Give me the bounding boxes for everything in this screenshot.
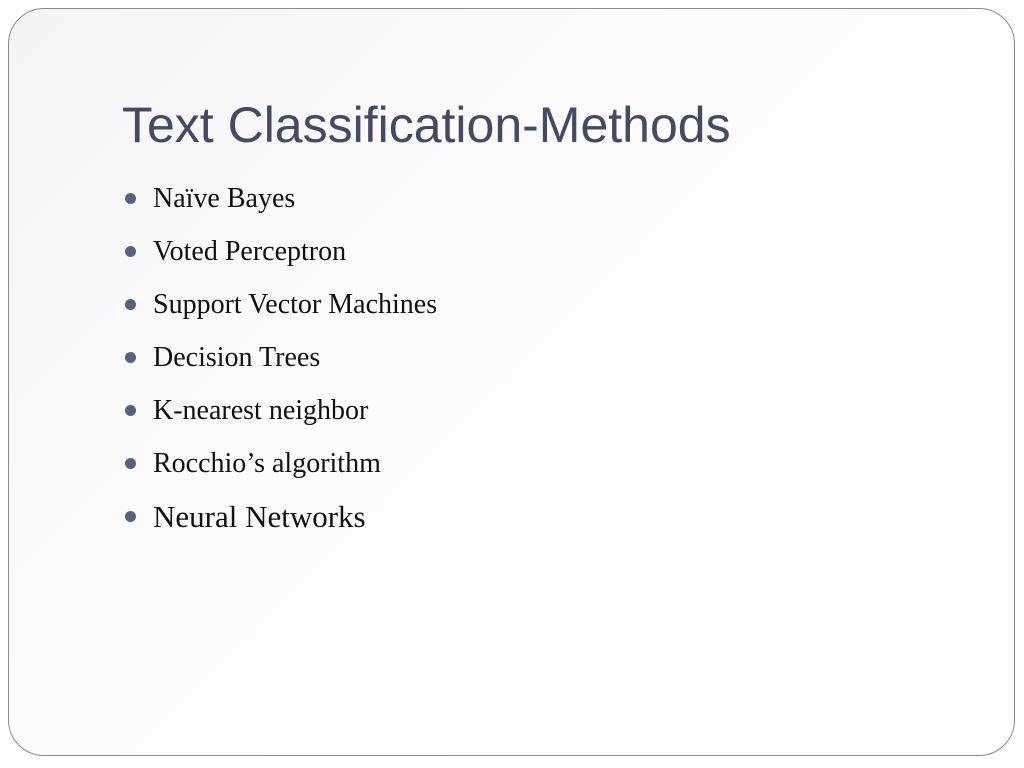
list-item: Neural Networks	[122, 490, 437, 543]
list-item: Support Vector Machines	[122, 278, 437, 331]
slide: Text Classification-Methods Naïve Bayes …	[8, 8, 1015, 756]
bullet-text: K-nearest neighbor	[153, 395, 369, 426]
bullet-icon	[125, 246, 136, 257]
bullet-text: Naïve Bayes	[153, 183, 296, 214]
bullet-icon	[125, 352, 136, 363]
bullet-icon	[125, 511, 136, 522]
list-item: Decision Trees	[122, 331, 437, 384]
bullet-list: Naïve Bayes Voted Perceptron Support Vec…	[122, 172, 437, 543]
bullet-text: Rocchio’s algorithm	[153, 448, 381, 479]
bullet-text: Decision Trees	[153, 342, 321, 373]
list-item: Naïve Bayes	[122, 172, 437, 225]
list-item: Rocchio’s algorithm	[122, 437, 437, 490]
bullet-text: Neural Networks	[153, 499, 366, 534]
bullet-icon	[125, 458, 136, 469]
bullet-icon	[125, 405, 136, 416]
bullet-text: Support Vector Machines	[153, 289, 438, 320]
slide-title: Text Classification-Methods	[122, 97, 731, 153]
list-item: K-nearest neighbor	[122, 384, 437, 437]
list-item: Voted Perceptron	[122, 225, 437, 278]
bullet-icon	[125, 193, 136, 204]
bullet-icon	[125, 299, 136, 310]
bullet-text: Voted Perceptron	[153, 236, 347, 267]
